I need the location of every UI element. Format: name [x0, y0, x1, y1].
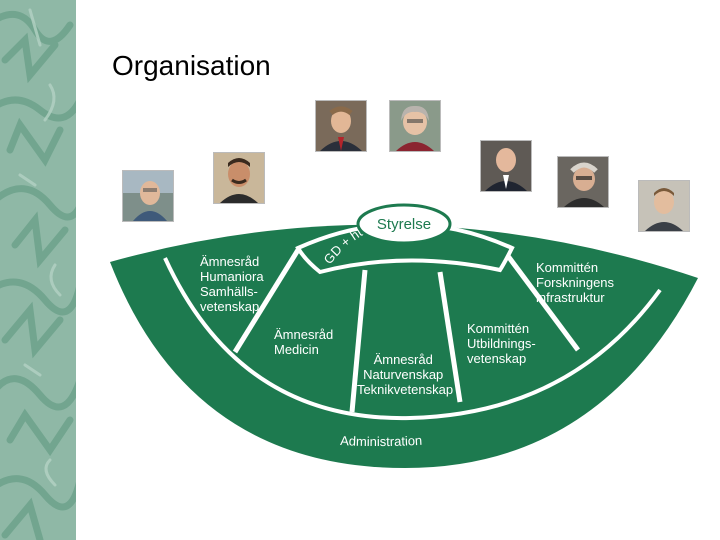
person-portrait-icon	[390, 101, 440, 151]
segment-medicin-label: Ämnesråd Medicin	[274, 327, 337, 357]
person-portrait-icon	[316, 101, 366, 151]
person-portrait-icon	[639, 181, 689, 231]
styrelse-label: Styrelse	[377, 216, 431, 233]
decorative-side-strip	[0, 0, 76, 540]
person-photo-3	[315, 100, 367, 152]
segment-naturvetenskap-label: Ämnesråd Naturvenskap Teknikvetenskap	[357, 352, 453, 397]
calligraphy-pattern	[0, 8, 76, 540]
administration-label: Administration	[340, 433, 423, 449]
slide-title: Organisation	[112, 50, 271, 81]
segment-infrastruktur-label: Kommittén Forskningens infrastruktur	[536, 260, 618, 305]
person-portrait-icon	[123, 171, 173, 221]
administration-divider-arc	[163, 257, 662, 421]
person-portrait-icon	[214, 153, 264, 203]
segment-divider-1	[232, 248, 301, 354]
person-photo-4	[389, 100, 441, 152]
styrelse-oval	[356, 203, 452, 245]
fan-background	[110, 224, 698, 468]
segment-utbildning-label: Kommittén Utbildnings- vetenskap	[467, 321, 539, 366]
person-photo-6	[557, 156, 609, 208]
person-photo-7	[638, 180, 690, 232]
person-portrait-icon	[558, 157, 608, 207]
person-photo-5	[480, 140, 532, 192]
segment-divider-4	[502, 250, 581, 352]
segment-divider-3	[437, 271, 463, 403]
person-photo-2	[213, 152, 265, 204]
person-portrait-icon	[481, 141, 531, 191]
person-photo-1	[122, 170, 174, 222]
segment-divider-2	[349, 269, 368, 413]
segment-humaniora-label: Ämnesråd Humaniora Samhälls- vetenskap	[200, 254, 267, 314]
